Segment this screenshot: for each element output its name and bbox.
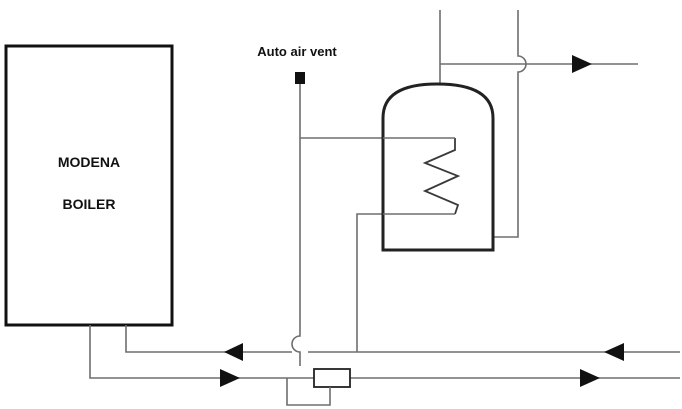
arrow-left-return-outer-icon	[604, 343, 624, 361]
riser-pipe	[291, 84, 301, 366]
auto-air-vent: Auto air vent	[257, 44, 337, 84]
hot-water-cylinder	[381, 82, 495, 252]
hot-outlet-pipe	[493, 10, 527, 238]
boiler-label-line1: MODENA	[58, 154, 120, 170]
arrow-right-hot-water-icon	[572, 55, 592, 73]
heating-coil-overlay	[422, 138, 461, 215]
boiler-label-line2: BOILER	[63, 196, 116, 212]
return-pipe	[125, 325, 680, 353]
arrow-left-return-inner-icon	[224, 343, 243, 361]
arrow-right-flow-inner-icon	[220, 369, 240, 387]
air-vent-label: Auto air vent	[257, 44, 337, 59]
pump-bypass-pipe	[286, 378, 331, 406]
pump-icon	[313, 368, 351, 388]
air-vent-icon	[295, 72, 305, 84]
boiler-body	[4, 44, 174, 327]
arrow-right-flow-outer-icon	[580, 369, 600, 387]
boiler: MODENA BOILER	[4, 44, 174, 327]
